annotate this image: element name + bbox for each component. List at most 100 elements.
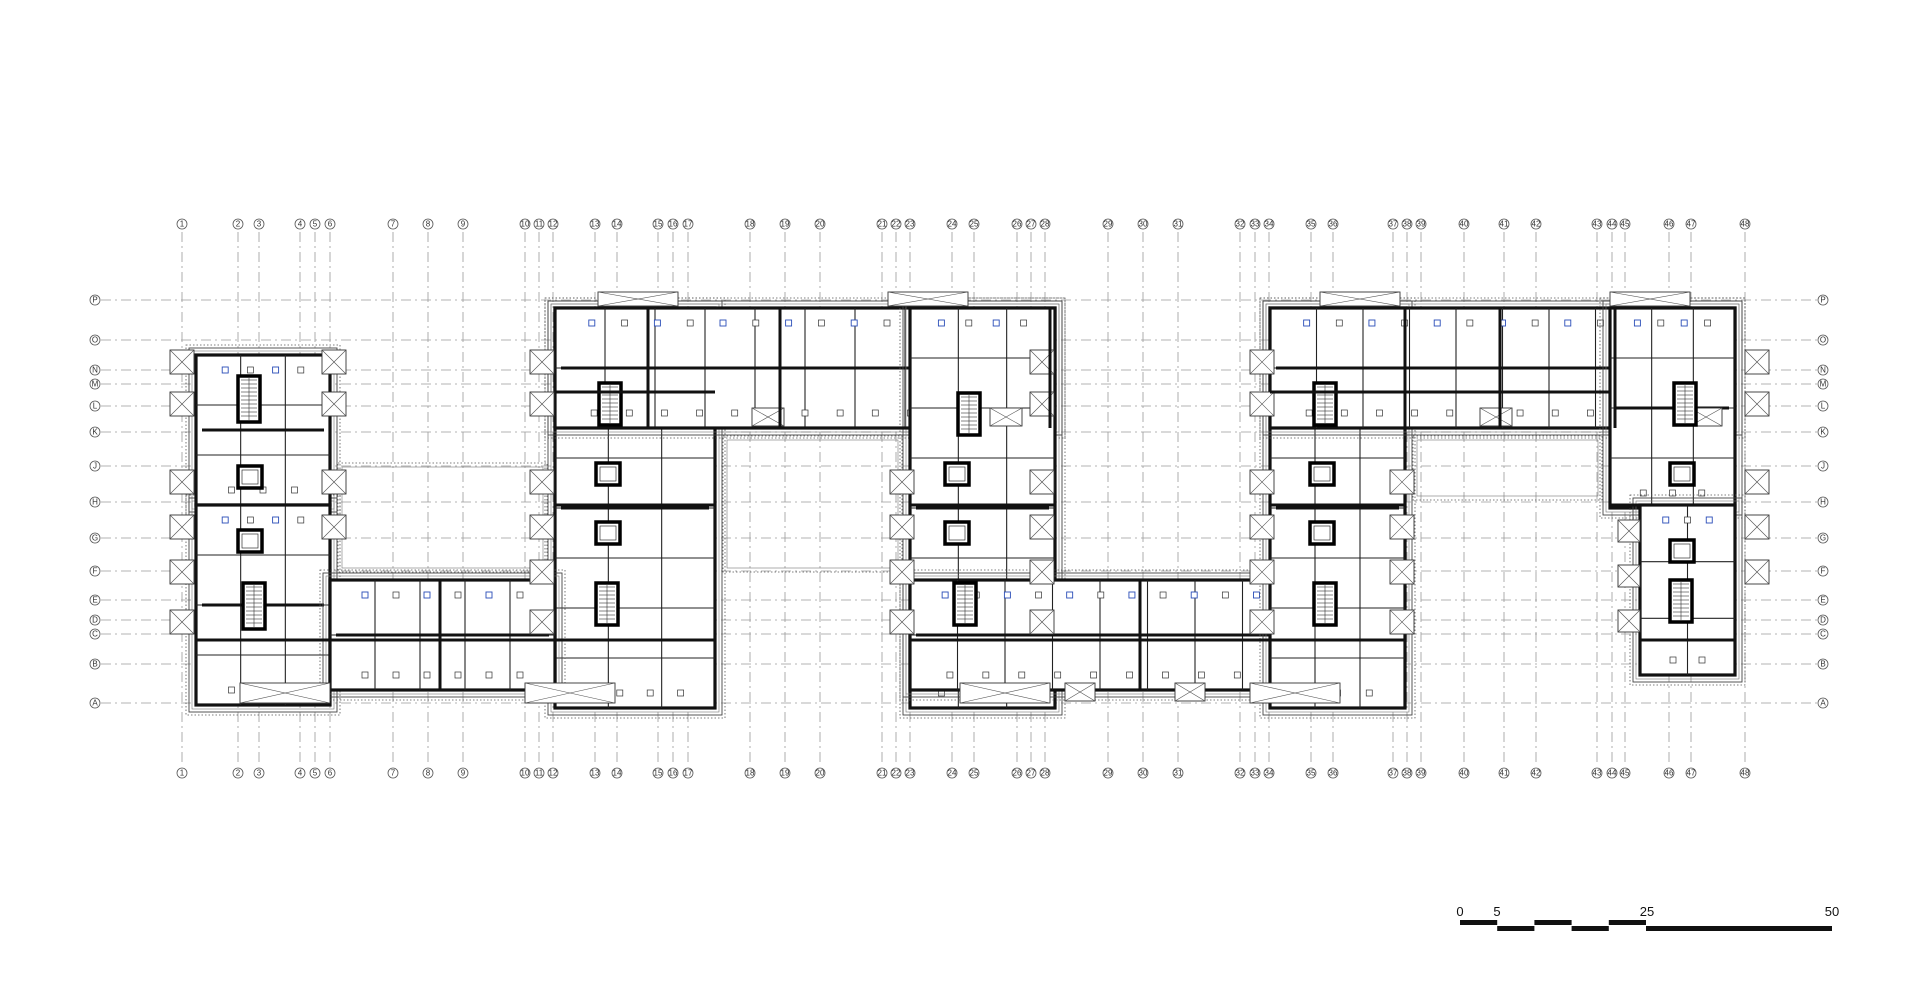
svg-text:42: 42 — [1532, 220, 1541, 229]
svg-text:13: 13 — [591, 220, 600, 229]
grid-bubble-col-14-bottom: 14 — [611, 767, 623, 779]
balcony-box-44 — [1389, 514, 1415, 540]
svg-text:47: 47 — [1687, 220, 1696, 229]
balcony-box-28 — [1029, 609, 1055, 635]
grid-bubble-col-36-top: 36 — [1327, 218, 1339, 230]
grid-bubble-col-43-top: 43 — [1591, 218, 1603, 230]
grid-bubble-row-M-right: M — [1817, 378, 1829, 390]
stair-core-10 — [1668, 578, 1694, 624]
svg-text:37: 37 — [1389, 220, 1398, 229]
svg-text:B: B — [92, 660, 97, 669]
grid-bubble-row-H-left: H — [89, 496, 101, 508]
scale-label-0: 0 — [1456, 904, 1463, 919]
scale-label-50: 50 — [1825, 904, 1839, 919]
svg-text:20: 20 — [816, 769, 825, 778]
svg-text:46: 46 — [1665, 769, 1674, 778]
svg-text:36: 36 — [1329, 769, 1338, 778]
grid-bubble-col-21-bottom: 21 — [876, 767, 888, 779]
grid-bubble-col-28-top: 28 — [1039, 218, 1051, 230]
svg-text:39: 39 — [1417, 769, 1426, 778]
svg-text:9: 9 — [461, 769, 466, 778]
balcony-box-41 — [1249, 559, 1275, 585]
balcony-box-17 — [529, 559, 555, 585]
svg-text:25: 25 — [970, 220, 979, 229]
grid-bubble-col-23-bottom: 23 — [904, 767, 916, 779]
grid-bubble-col-27-bottom: 27 — [1025, 767, 1037, 779]
grid-bubble-row-J-right: J — [1817, 460, 1829, 472]
grid-bubble-col-35-top: 35 — [1305, 218, 1317, 230]
elevator-core-6 — [943, 520, 971, 546]
grid-bubble-row-P-right: P — [1817, 294, 1829, 306]
scale-segment-6 — [1646, 926, 1832, 931]
stair-core-8 — [1312, 581, 1338, 627]
svg-text:27: 27 — [1027, 220, 1036, 229]
elevator-core-10 — [1668, 538, 1696, 564]
svg-text:A: A — [1820, 699, 1826, 708]
grid-bubble-col-30-bottom: 30 — [1137, 767, 1149, 779]
balcony-box-52 — [1744, 391, 1770, 417]
svg-text:16: 16 — [669, 220, 678, 229]
grid-bubble-col-20-top: 20 — [814, 218, 826, 230]
svg-text:26: 26 — [1013, 769, 1022, 778]
svg-text:1: 1 — [180, 769, 185, 778]
grid-bubble-col-48-bottom: 48 — [1739, 767, 1751, 779]
svg-text:38: 38 — [1403, 220, 1412, 229]
balcony-box-55 — [1744, 559, 1770, 585]
grid-bubble-col-6-top: 6 — [324, 218, 336, 230]
grid-bubble-col-30-top: 30 — [1137, 218, 1149, 230]
svg-text:M: M — [92, 380, 99, 389]
grid-bubble-col-41-bottom: 41 — [1498, 767, 1510, 779]
svg-text:6: 6 — [328, 220, 333, 229]
svg-text:H: H — [1820, 498, 1826, 507]
svg-text:26: 26 — [1013, 220, 1022, 229]
svg-text:40: 40 — [1460, 220, 1469, 229]
grid-bubble-col-5-top: 5 — [309, 218, 321, 230]
svg-text:45: 45 — [1621, 769, 1630, 778]
grid-bubble-row-G-right: G — [1817, 532, 1829, 544]
stair-core-5 — [956, 391, 982, 437]
svg-text:3: 3 — [257, 769, 262, 778]
grid-bubble-col-47-bottom: 47 — [1685, 767, 1697, 779]
balcony-box-29 — [889, 469, 915, 495]
grid-bubble-col-20-bottom: 20 — [814, 767, 826, 779]
grid-bubble-col-46-top: 46 — [1663, 218, 1675, 230]
grid-bubble-col-26-top: 26 — [1011, 218, 1023, 230]
svg-text:34: 34 — [1265, 220, 1274, 229]
balcony-box-11 — [239, 682, 331, 704]
elevator-core-4 — [594, 520, 622, 546]
grid-bubble-col-3-top: 3 — [253, 218, 265, 230]
grid-bubble-row-F-right: F — [1817, 565, 1829, 577]
svg-text:F: F — [1821, 567, 1826, 576]
vertical-cores — [236, 374, 1698, 631]
grid-bubble-col-1-top: 1 — [176, 218, 188, 230]
svg-text:8: 8 — [426, 769, 431, 778]
svg-text:31: 31 — [1174, 769, 1183, 778]
svg-text:J: J — [1821, 462, 1825, 471]
svg-text:12: 12 — [549, 769, 558, 778]
balcony-box-54 — [1744, 514, 1770, 540]
grid-bubble-row-K-right: K — [1817, 426, 1829, 438]
grid-bubble-col-32-bottom: 32 — [1234, 767, 1246, 779]
balcony-box-21 — [751, 407, 785, 427]
svg-text:11: 11 — [535, 220, 544, 229]
grid-bubble-row-N-right: N — [1817, 364, 1829, 376]
interior-walls — [196, 308, 1735, 690]
svg-text:48: 48 — [1741, 769, 1750, 778]
grid-bubble-col-21-top: 21 — [876, 218, 888, 230]
svg-text:A: A — [92, 699, 98, 708]
svg-text:40: 40 — [1460, 769, 1469, 778]
svg-text:N: N — [1820, 366, 1826, 375]
balcony-box-58 — [1617, 609, 1641, 633]
grid-bubble-col-3-bottom: 3 — [253, 767, 265, 779]
grid-bubble-col-15-bottom: 15 — [652, 767, 664, 779]
grid-bubble-col-7-top: 7 — [387, 218, 399, 230]
svg-text:8: 8 — [426, 220, 431, 229]
balcony-box-34 — [1249, 682, 1341, 704]
svg-text:29: 29 — [1104, 220, 1113, 229]
svg-text:41: 41 — [1500, 220, 1509, 229]
grid-bubble-row-M-left: M — [89, 378, 101, 390]
grid-bubble-col-4-top: 4 — [294, 218, 306, 230]
courtyard-ring-east — [1412, 435, 1603, 501]
svg-text:36: 36 — [1329, 220, 1338, 229]
